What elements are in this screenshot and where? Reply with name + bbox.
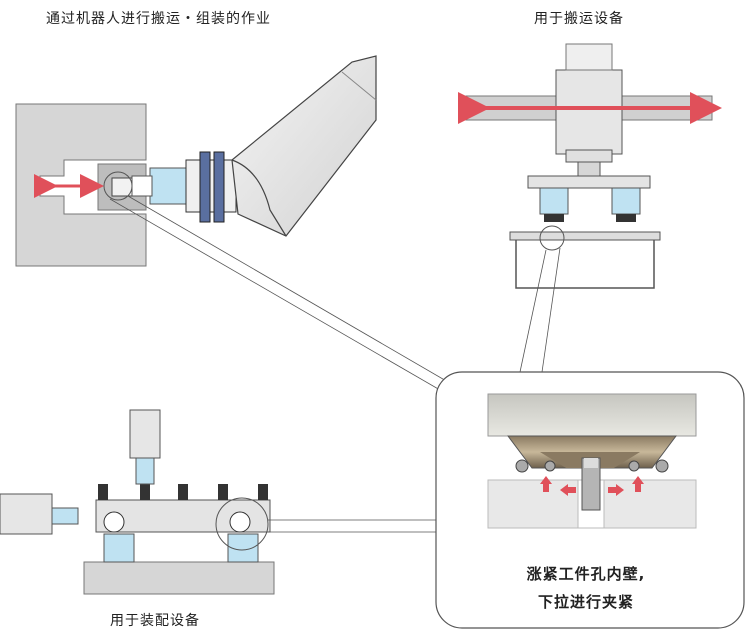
out-arrow-right <box>608 484 624 496</box>
transport-workpiece <box>509 231 661 241</box>
transport-usage-label: 用于搬运设备 <box>534 11 624 27</box>
robot-scene <box>15 55 449 391</box>
up-arrow-left <box>540 476 552 492</box>
press-cylinder <box>129 409 161 459</box>
assembly-base <box>83 561 275 595</box>
robot-usage-label: 通过机器人进行搬运・组装的作业 <box>46 11 271 27</box>
assembly-usage-label: 用于装配设备 <box>110 613 200 629</box>
robot-arm <box>231 55 377 237</box>
zoom-circle-assembly <box>215 497 269 551</box>
up-arrow-right <box>632 476 644 492</box>
transport-scene <box>458 43 722 373</box>
detail-callout <box>435 371 745 629</box>
assembly-scene <box>0 409 436 595</box>
side-cylinder <box>0 493 53 535</box>
transport-carriage <box>555 69 623 155</box>
zoom-circle-robot <box>103 171 133 201</box>
detail-clamp-body <box>487 393 697 437</box>
clamp-cylinder <box>149 167 189 205</box>
transport-plate <box>527 175 651 189</box>
detail-caption: 涨紧工件孔内壁, 下拉进行夹紧 <box>486 560 686 616</box>
detail-caption-line-1: 涨紧工件孔内壁, <box>526 565 646 583</box>
detail-caption-line-2: 下拉进行夹紧 <box>537 593 634 611</box>
out-arrow-left <box>560 484 576 496</box>
gripper-body <box>185 159 237 213</box>
zoom-circle-transport <box>539 225 565 251</box>
